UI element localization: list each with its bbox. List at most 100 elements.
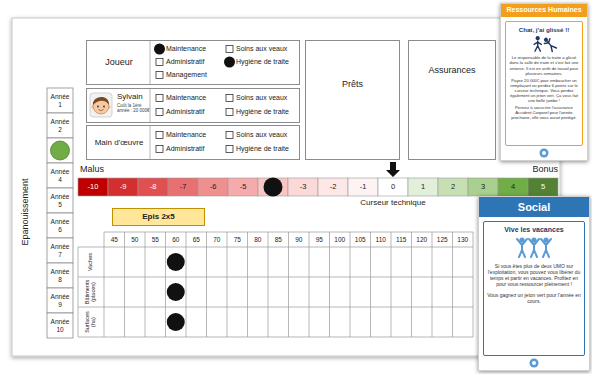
checkbox — [156, 146, 163, 153]
cursor-value: 2 — [438, 178, 468, 196]
figure-head — [536, 37, 540, 41]
card-header: Ressources Humaines — [501, 4, 587, 17]
column-header: 55 — [145, 233, 166, 246]
cursor-arrow — [386, 162, 400, 177]
year-cell — [47, 88, 73, 113]
grid-line — [391, 232, 392, 337]
year-label: Année 6 — [47, 213, 73, 238]
panel-title: Main d'œuvre — [95, 138, 144, 147]
grid-line — [78, 337, 473, 338]
cursor-cell — [528, 178, 558, 196]
filled-checkbox — [224, 57, 235, 68]
cursor-value: -2 — [318, 178, 348, 196]
column-header: 80 — [248, 233, 269, 246]
column-header: 70 — [207, 233, 228, 246]
cursor-value: -5 — [228, 178, 258, 196]
year-cell — [47, 113, 73, 138]
table-token — [167, 253, 185, 271]
cursor-value: -1 — [348, 178, 378, 196]
column-header: 45 — [104, 233, 125, 246]
card-body: Pensez à souscrire l'assurance Accident … — [509, 105, 579, 120]
year-label: Année 2 — [47, 113, 73, 138]
card-title: Chat, j'ai glissé !! — [509, 26, 579, 33]
panel-cell: Main d'œuvre — [87, 126, 151, 159]
logo-core — [532, 361, 536, 365]
avatar-face — [93, 98, 109, 114]
cursor-cell — [408, 178, 438, 196]
year-label: Année 5 — [47, 188, 73, 213]
grid-line — [78, 247, 473, 248]
person-cell: SylvainCoût la 1ère année : 20 000€ — [117, 92, 151, 114]
card-frame: Chat, j'ai glissé !!Le responsable de la… — [505, 21, 583, 146]
skill-label: Soins aux veaux — [236, 44, 300, 54]
panel-title: Joueur — [105, 57, 133, 67]
year-label: Année 10 — [47, 313, 73, 338]
figure-body — [541, 239, 551, 257]
axis-title: Epanouissement — [20, 152, 32, 272]
group-icon — [509, 236, 559, 258]
year-cell — [47, 238, 73, 263]
column-header: 85 — [268, 233, 289, 246]
bonus-label: Bonus — [512, 163, 558, 176]
checkbox — [226, 95, 233, 102]
checkbox — [226, 46, 233, 53]
row-label: Bâtiments (places) — [78, 277, 104, 307]
card-body: Si vous êtes plus de deux UMO sur l'expl… — [487, 263, 581, 287]
cursor-value: -3 — [288, 178, 318, 196]
cursor-cell — [378, 178, 408, 196]
cursor-cell — [168, 178, 198, 196]
grid-line — [150, 40, 151, 85]
cursor-cell — [108, 178, 138, 196]
cursor-value: -7 — [168, 178, 198, 196]
cursor-value: 3 — [468, 178, 498, 196]
year-cell — [47, 188, 73, 213]
grid-line — [227, 232, 228, 337]
checkbox — [156, 132, 163, 139]
grid-line — [78, 247, 79, 337]
event-card: Ressources HumainesChat, j'ai glissé !!L… — [500, 3, 588, 161]
grid-line — [186, 232, 187, 337]
checkbox — [156, 95, 163, 102]
year-cell — [47, 138, 73, 163]
malus-label: Malus — [80, 163, 124, 176]
avatar-mouth — [99, 110, 104, 111]
card-header: Social — [479, 197, 589, 217]
year-cell — [47, 213, 73, 238]
column-header: 110 — [371, 233, 392, 246]
year-label: Année 7 — [47, 238, 73, 263]
falling-figure — [542, 36, 557, 52]
skill-label: Administratif — [166, 57, 230, 67]
cursor-cell — [348, 178, 378, 196]
grid-line — [150, 125, 151, 160]
grid-line — [165, 232, 166, 337]
year-label: Année 8 — [47, 263, 73, 288]
skill-label: Administratif — [166, 144, 230, 154]
skill-label: Maintenance — [166, 93, 230, 103]
column-header: 115 — [391, 233, 412, 246]
logo-ring — [540, 149, 549, 158]
column-header: 65 — [186, 233, 207, 246]
employee-panel: SylvainCoût la 1ère année : 20 000€ — [86, 88, 300, 123]
column-header: 105 — [350, 233, 371, 246]
cursor-cell — [318, 178, 348, 196]
person-text: Sylvain — [117, 92, 151, 101]
year-label: Année 4 — [47, 163, 73, 188]
grid-line — [145, 232, 146, 337]
cursor-cell — [78, 178, 108, 196]
figure-body — [544, 39, 557, 52]
figure-body — [534, 41, 541, 51]
box-title: Prêts — [306, 79, 399, 89]
skill-label: Soins aux veaux — [236, 93, 300, 103]
avatar-eye — [97, 106, 99, 108]
grid-line — [78, 307, 473, 308]
checkbox — [226, 146, 233, 153]
year-label: Année 9 — [47, 288, 73, 313]
figure-body — [517, 239, 527, 257]
panel-cell: Joueur — [87, 41, 151, 84]
column-header: 75 — [227, 233, 248, 246]
grid-line — [206, 232, 207, 337]
column-header: 60 — [166, 233, 187, 246]
grid-line — [350, 232, 351, 337]
cursor-value: 1 — [408, 178, 438, 196]
figure-body — [529, 239, 539, 257]
